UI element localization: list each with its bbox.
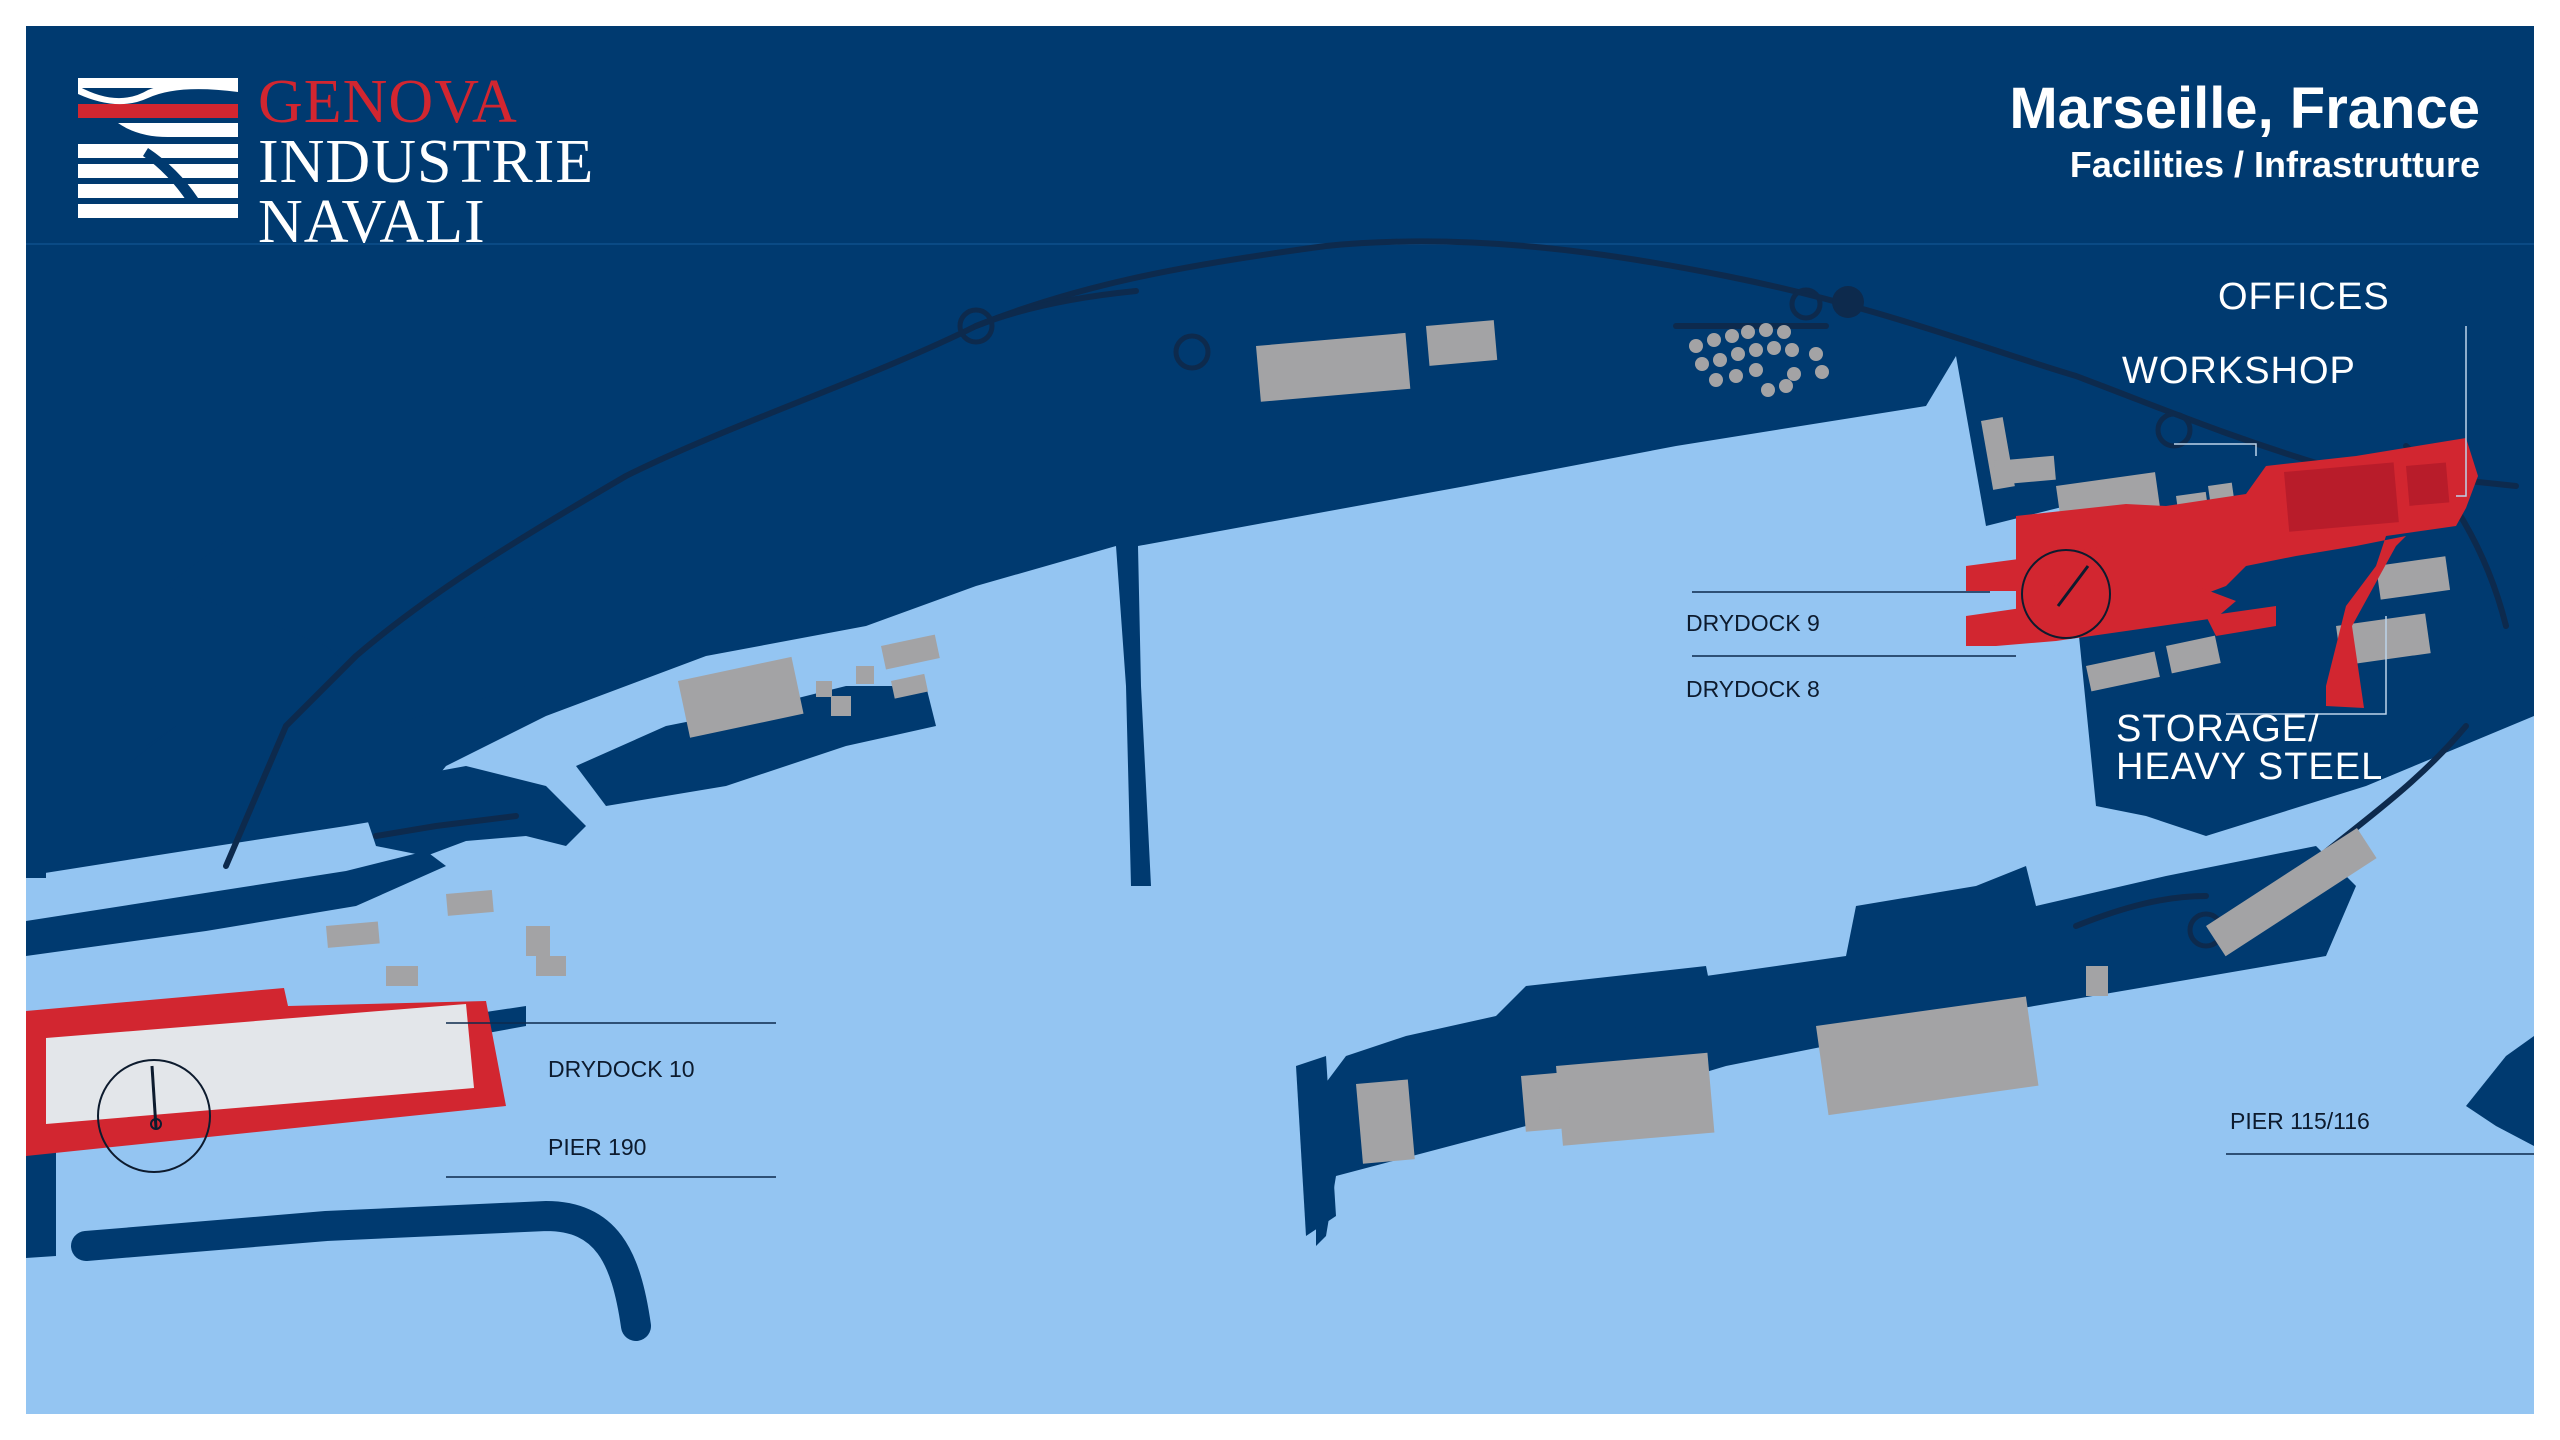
label-storage: STORAGE/	[2116, 708, 2320, 750]
label-pier-190: PIER 190	[548, 1134, 647, 1160]
center-quay	[1316, 846, 2356, 1246]
pier-190-hook	[71, 1200, 651, 1341]
logo-line-navali: NAVALI	[258, 188, 486, 256]
logo-line-industrie: INDUSTRIE	[258, 128, 595, 196]
label-workshop: WORKSHOP	[2122, 350, 2356, 392]
label-drydock-8: DRYDOCK 8	[1686, 676, 1820, 702]
label-drydock-9: DRYDOCK 9	[1686, 610, 1820, 636]
harbor-water	[26, 356, 2534, 1414]
label-heavy-steel: HEAVY STEEL	[2116, 746, 2384, 788]
compass-icon	[97, 1059, 211, 1173]
map-frame: GENOVA INDUSTRIE NAVALI Marseille, Franc…	[26, 26, 2534, 1414]
label-pier-115-116: PIER 115/116	[2230, 1108, 2370, 1134]
harbor-map	[26, 26, 2534, 1414]
road-network	[223, 238, 2519, 929]
location-subtitle: Facilities / Infrastrutture	[2069, 144, 2480, 185]
right-breakwater	[2466, 1036, 2534, 1146]
header-band	[26, 26, 2534, 244]
location-header: Marseille, France Facilities / Infrastru…	[2009, 76, 2480, 188]
upper-left-jetty	[26, 506, 546, 856]
logo-wordmark: GENOVA INDUSTRIE NAVALI	[258, 68, 595, 256]
location-title: Marseille, France	[2009, 76, 2480, 141]
logo-line-genova: GENOVA	[258, 68, 518, 136]
storage-tanks	[1689, 323, 1829, 397]
leader-lines	[446, 591, 2534, 1178]
left-breakwater	[26, 851, 446, 956]
label-drydock-10: DRYDOCK 10	[548, 1056, 695, 1082]
label-offices: OFFICES	[2218, 276, 2390, 318]
company-logo	[78, 78, 238, 243]
buildings	[326, 320, 2451, 1164]
compass-icon	[2021, 549, 2111, 639]
logo-icon	[78, 78, 238, 218]
